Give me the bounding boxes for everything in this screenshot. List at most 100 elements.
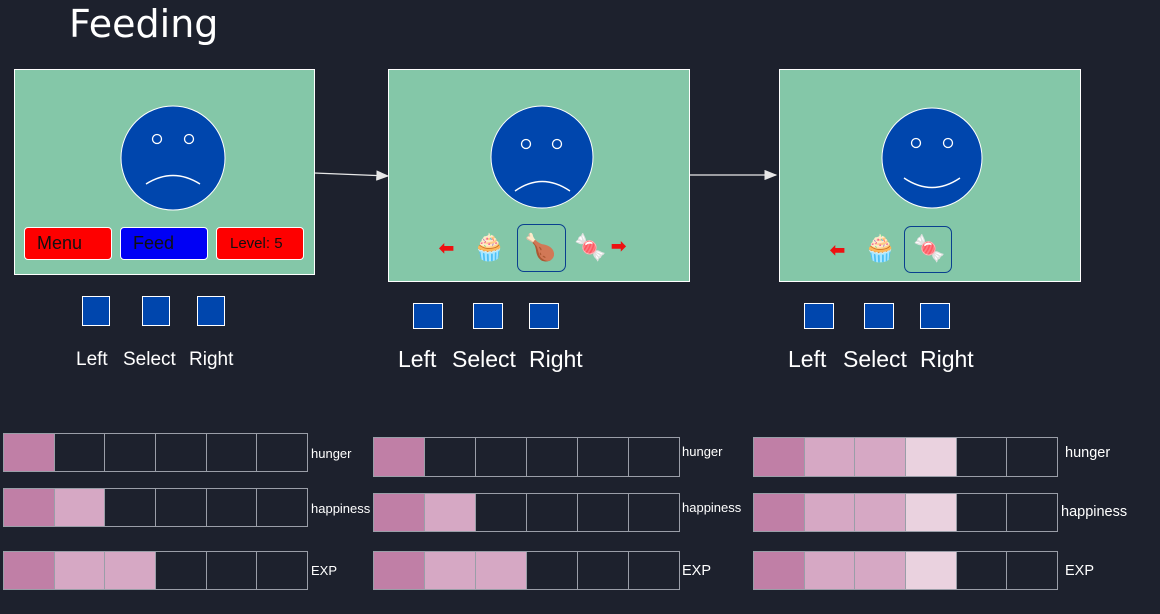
bar-cell [754,494,805,531]
exp-label: EXP [1065,563,1095,579]
select-label-2: Select [452,346,516,372]
bar-cell [105,552,157,589]
bar-cell [855,494,907,531]
cupcake-icon[interactable]: 🧁 [473,232,506,262]
select-hardware-button-1[interactable] [142,296,170,326]
exp-label: EXP [682,563,712,579]
exp-bar [753,551,1058,590]
bar-cell [855,438,907,476]
hunger-bar [373,437,680,477]
bar-cell [906,438,957,476]
left-arrow-icon: ⬅ [439,238,455,258]
selection-highlight [517,224,566,272]
bar-cell [906,494,957,531]
bar-cell [476,494,527,531]
bar-cell [476,438,527,476]
hunger-label: hunger [682,444,723,459]
level-badge: Level: 5 [216,227,304,260]
sad-face-icon [120,105,226,211]
bar-cell [957,494,1008,531]
device-screen-3: ⬅ 🧁 🍬 [779,69,1081,282]
select-hardware-button-3[interactable] [864,303,894,329]
happiness-bar [753,493,1058,532]
exp-label: EXP [311,563,338,578]
candy-cane-icon[interactable]: 🍬 [913,233,946,263]
bar-cell [54,552,106,589]
bar-cell [957,438,1008,476]
left-label-1: Left [76,349,108,370]
device-screen-2: ⬅ 🧁 🍗 🍬 ➡ [388,69,690,282]
right-label-2: Right [529,346,583,372]
bar-cell [4,552,55,589]
select-label-3: Select [843,346,907,372]
bar-cell [257,552,307,589]
bar-cell [527,552,578,589]
bar-cell [1007,494,1057,531]
right-label-3: Right [920,346,974,372]
bar-cell [629,552,679,589]
bar-cell [527,438,578,476]
right-hardware-button-2[interactable] [529,303,559,329]
hunger-bar [753,437,1058,477]
bar-cell [156,489,207,526]
roast-chicken-icon[interactable]: 🍗 [524,232,557,262]
menu-button[interactable]: Menu [24,227,112,260]
bar-cell [207,489,258,526]
flow-arrow-1 [313,170,390,181]
bar-cell [4,489,55,526]
bar-cell [578,552,629,589]
bar-cell [207,434,258,471]
bar-cell [55,434,106,471]
hunger-label: hunger [1065,445,1111,461]
bar-cell [527,494,578,531]
left-hardware-button-1[interactable] [82,296,110,326]
bar-cell [1007,552,1057,589]
exp-bar [3,551,308,590]
right-label-1: Right [189,349,234,370]
device-screen-1: Menu Feed Level: 5 [14,69,315,275]
bar-cell [906,552,957,589]
bar-cell [754,552,805,589]
bar-cell [156,434,207,471]
hunger-bar [3,433,308,472]
select-label-1: Select [123,349,176,370]
happiness-label: happiness [682,500,742,515]
bar-cell [476,552,527,589]
selection-highlight [904,226,952,273]
bar-cell [957,552,1008,589]
cupcake-icon[interactable]: 🧁 [864,233,897,263]
happiness-label: happiness [311,501,371,516]
bar-cell [374,552,425,589]
left-hardware-button-3[interactable] [804,303,834,329]
select-hardware-button-2[interactable] [473,303,503,329]
happiness-bar [3,488,308,527]
left-hardware-button-2[interactable] [413,303,443,329]
feed-button[interactable]: Feed [120,227,208,260]
right-hardware-button-1[interactable] [197,296,225,326]
bar-cell [156,552,207,589]
bar-cell [855,552,907,589]
bar-cell [425,494,476,531]
left-label-3: Left [788,346,827,372]
hunger-label: hunger [311,446,352,461]
happy-face-icon [881,107,983,209]
bar-cell [804,438,856,476]
bar-cell [374,438,425,476]
bar-cell [105,434,157,471]
bar-cell [105,489,157,526]
candy-cane-icon[interactable]: 🍬 [574,232,607,262]
bar-cell [629,494,679,531]
happiness-label: happiness [1061,504,1128,520]
exp-bar [373,551,680,590]
bar-cell [425,552,476,589]
left-arrow-icon: ⬅ [830,240,846,260]
bar-cell [578,438,629,476]
right-arrow-icon: ➡ [611,236,627,256]
bar-cell [1007,438,1057,476]
left-label-2: Left [398,346,437,372]
bar-cell [207,552,258,589]
bar-cell [804,552,856,589]
right-hardware-button-3[interactable] [920,303,950,329]
page-title: Feeding [69,2,219,46]
